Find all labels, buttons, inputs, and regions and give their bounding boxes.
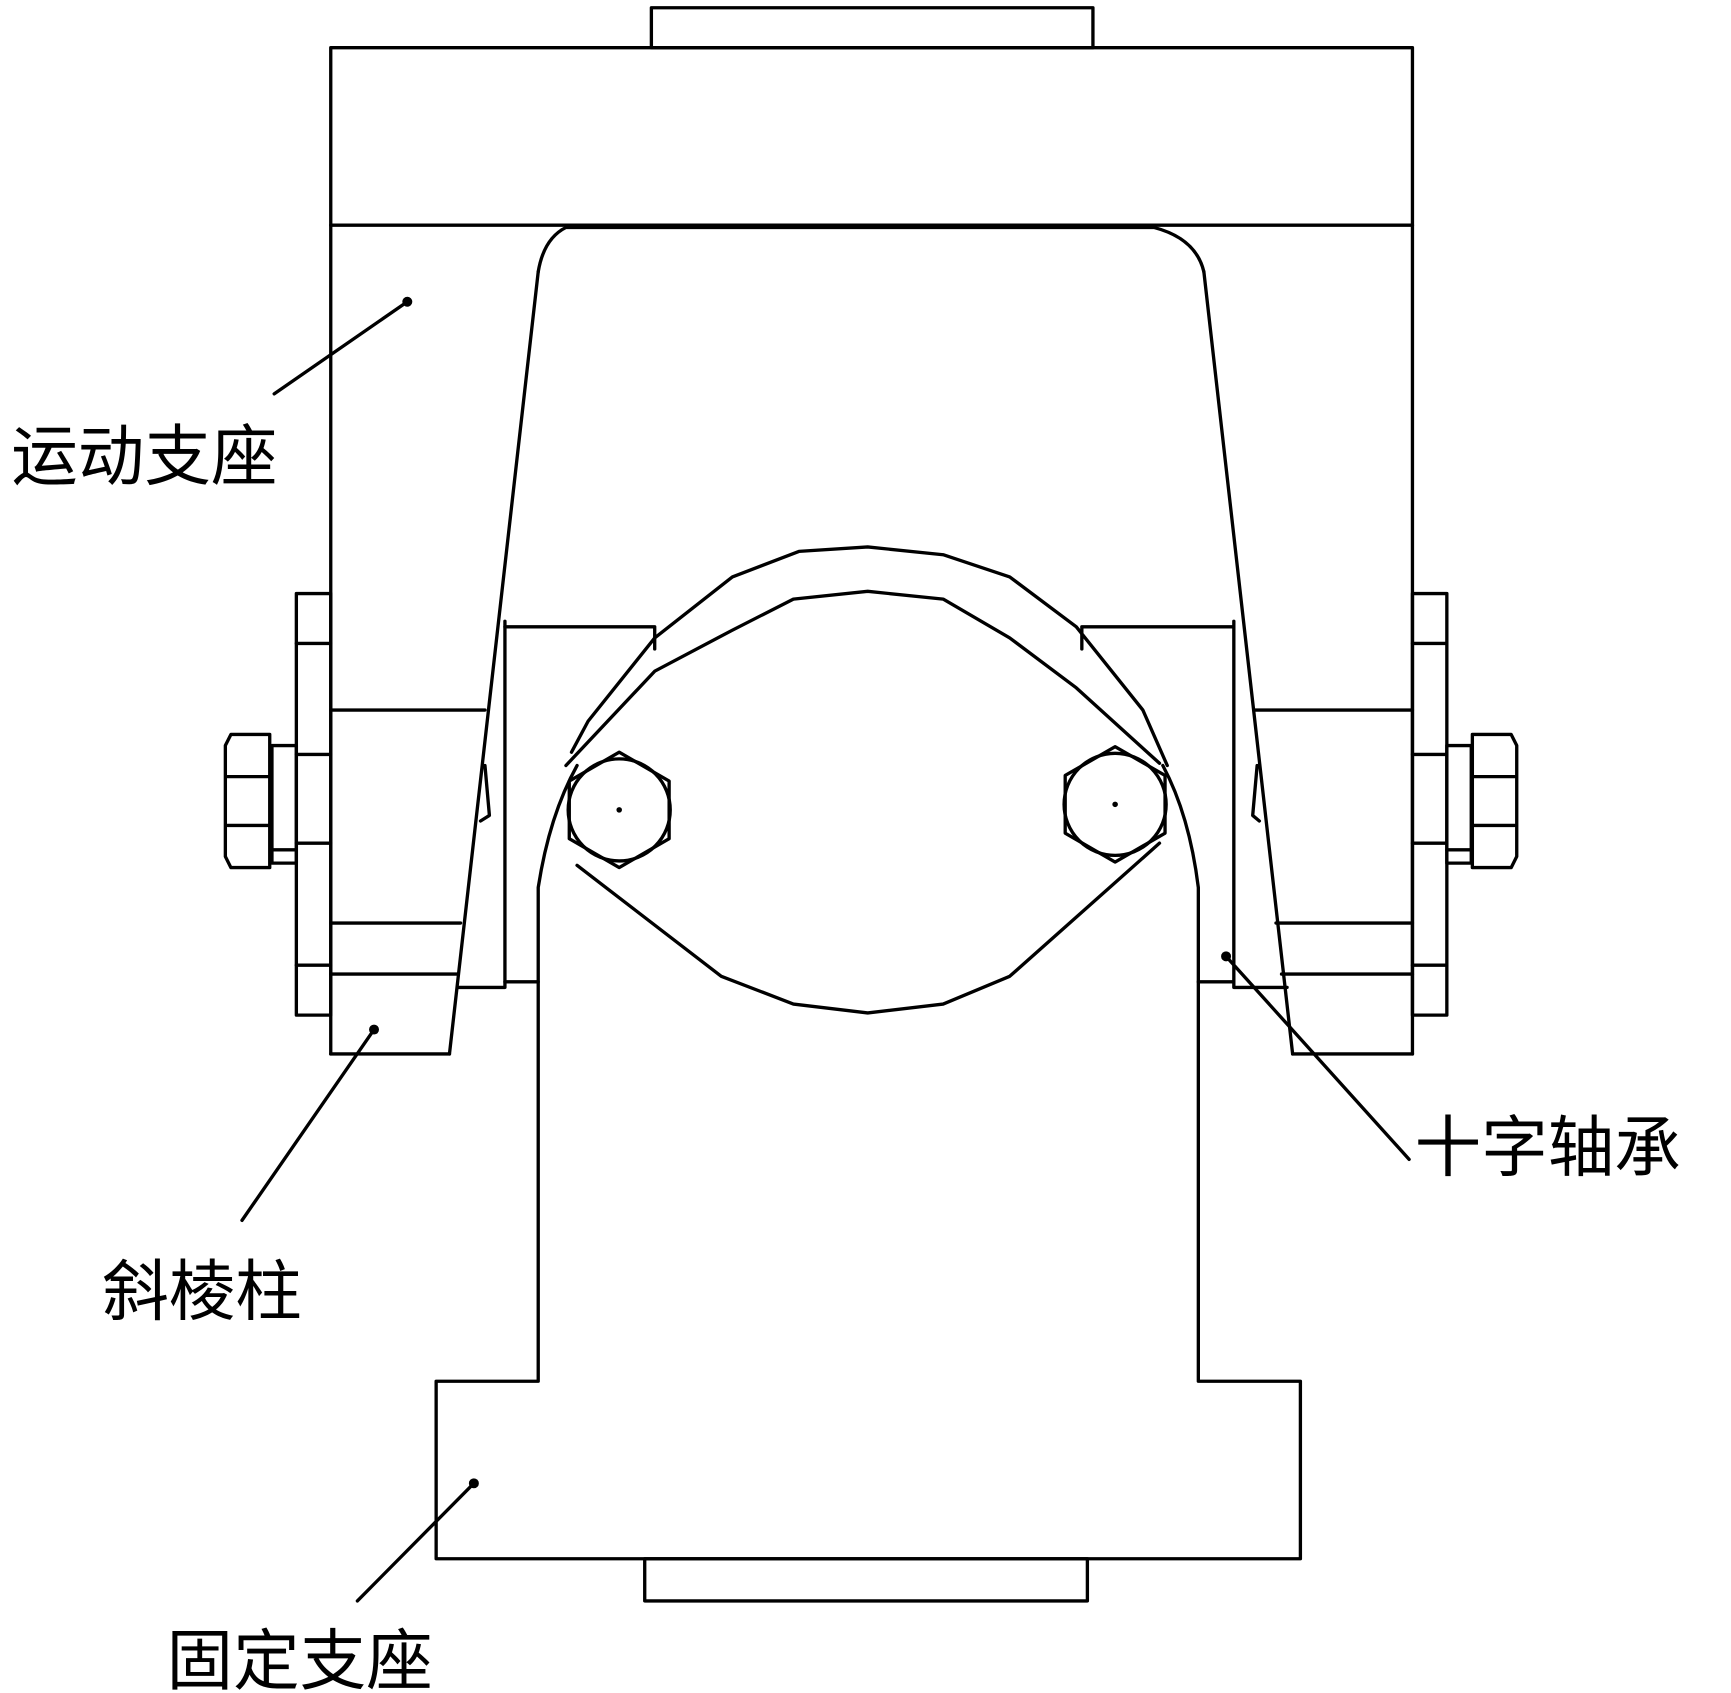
leader-inclined-prism [240, 1024, 380, 1223]
right-inclined-prism [1202, 270, 1415, 1056]
right-bearing-block [1080, 619, 1289, 990]
label-cross-bearing: 十字轴承 [1415, 1108, 1681, 1186]
left-nut [223, 732, 299, 870]
cross-shaft [564, 545, 1169, 1015]
label-inclined-prism: 斜棱柱 [102, 1253, 302, 1331]
moving-support [329, 6, 1415, 1056]
left-bolt [566, 750, 672, 870]
leader-cross-bearing [1221, 951, 1411, 1162]
right-bolt [1062, 744, 1168, 864]
left-washer-plate [294, 591, 333, 1017]
left-bearing-block [456, 619, 657, 990]
label-fixed-support: 固定支座 [167, 1622, 433, 1693]
fixed-support [434, 763, 1303, 1603]
leader-fixed-support [355, 1478, 479, 1603]
left-inclined-prism [329, 270, 540, 1056]
right-washer-plate [1410, 591, 1449, 1017]
label-moving-support: 运动支座 [11, 417, 277, 495]
leader-moving-support [272, 296, 413, 396]
right-nut [1445, 732, 1519, 870]
